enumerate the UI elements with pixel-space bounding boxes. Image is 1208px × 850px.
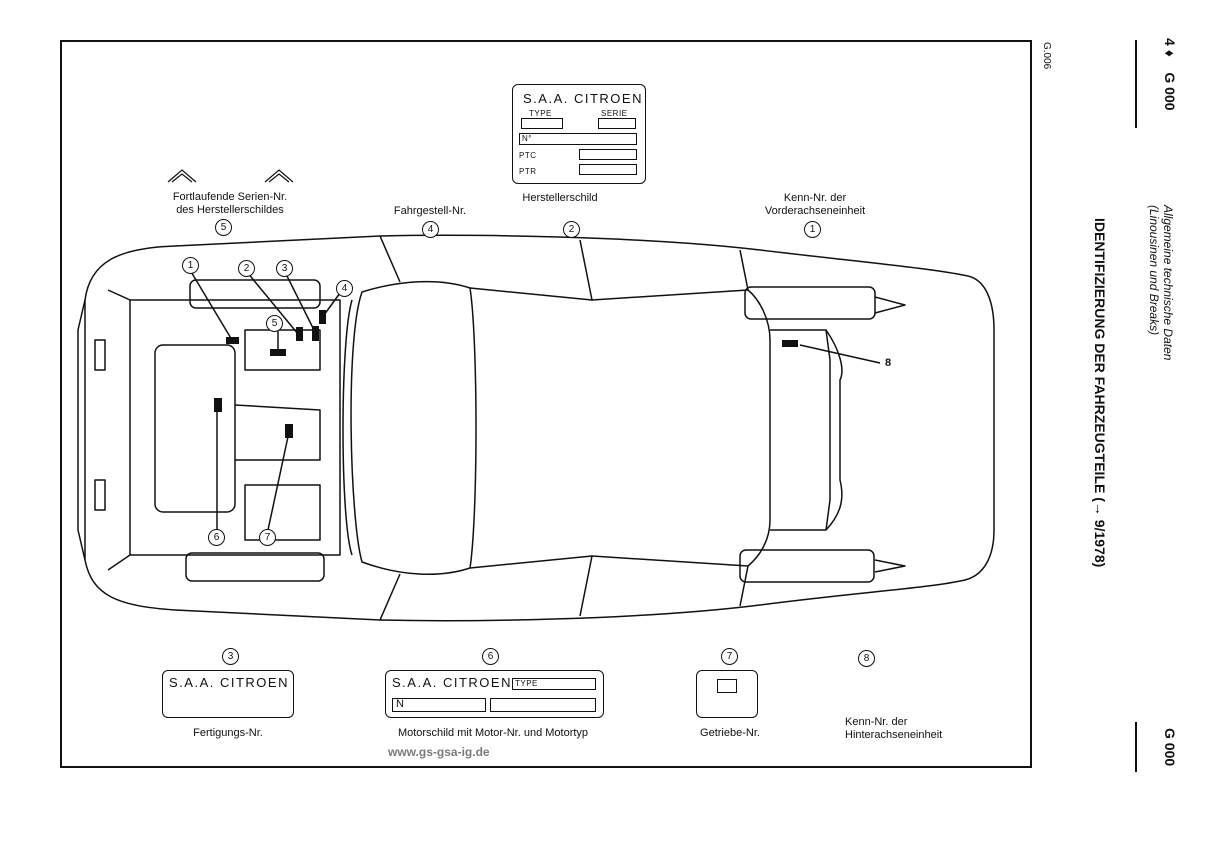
label-5-line-2: des Herstellerschildes [176,204,284,216]
circle-number-1: 1 [804,221,821,238]
callout-3: 3 [276,260,293,277]
label-1-line-1: Kenn-Nr. der [783,192,847,204]
label-5: Fortlaufende Serien-Nr. des Herstellersc… [150,191,310,217]
rear-right-wheel [185,552,325,582]
circle-number-5: 5 [215,219,232,236]
label-6: Motorschild mit Motor-Nr. und Motortyp [397,727,589,739]
header-rule [1135,40,1137,128]
label-8-line-1: Kenn-Nr. der [845,716,908,728]
plate-type-box [521,118,563,129]
plate-manufacturer: S.A.A. CITROEN TYPE SERIE N° PTC PTR [512,84,646,184]
mark-6 [214,398,222,412]
label-1: Kenn-Nr. der Vorderachseneinheit [745,192,885,218]
callout-1: 1 [182,257,199,274]
callout-2: 2 [238,260,255,277]
circle-number-8-bottom: 8 [858,650,875,667]
circle-number-6-bottom: 6 [482,648,499,665]
plate-ptr-label: PTR [519,167,537,176]
label-2: Herstellerschild [522,192,598,204]
callout-5: 5 [266,315,283,332]
plate-ptc-label: PTC [519,151,537,160]
plate-title: S.A.A. CITROEN [523,91,643,106]
mark-5 [270,349,286,356]
circle-number-4: 4 [422,221,439,238]
plate-ptc-box [579,149,637,160]
plate-6-title: S.A.A. CITROEN [392,675,512,690]
mark-3 [312,326,319,341]
label-7: Getriebe-Nr. [700,727,760,739]
plate-6-no-label: N [396,698,404,710]
front-left-wheel [744,286,876,320]
plate-motor: S.A.A. CITROEN TYPE N [385,670,604,718]
plate-getriebe [696,670,758,718]
rear-bumper [77,299,86,561]
plate-6-no-box: N [392,698,486,712]
windscreen [747,289,771,567]
plate-6-type-label: TYPE [515,679,538,688]
bonnet-panel [770,329,831,531]
spare-wheel-well [154,344,236,513]
plate-serie-label: SERIE [601,109,628,118]
diagram-frame [60,40,1032,768]
circle-number-2: 2 [563,221,580,238]
plate-6-type-box: TYPE [512,678,596,690]
plate-no-box: N° [519,133,637,145]
label-5-line-1: Fortlaufende Serien-Nr. [172,191,288,203]
mark-1 [226,337,239,344]
label-8-line-2: Hinterachseneinheit [845,729,943,741]
plate-no-label: N° [522,134,532,143]
label-3: Fertigungs-Nr. [193,727,263,739]
mark-2 [296,327,303,341]
id-marks [214,310,798,438]
plate-fertigung: S.A.A. CITROEN [162,670,294,718]
plate-7-box [717,679,737,693]
label-8: Kenn-Nr. der Hinterachseneinheit [845,716,985,742]
plate-3-title: S.A.A. CITROEN [169,675,289,690]
chevron-marks [167,169,294,183]
mark-4 [319,310,326,324]
callout-8: 8 [885,357,892,369]
chevron-up-icon [264,169,294,183]
front-right-wheel [739,549,875,583]
callout-6: 6 [208,529,225,546]
circle-number-7-bottom: 7 [721,648,738,665]
chevron-up-icon [167,169,197,183]
plate-serie-box [598,118,636,129]
label-1-line-2: Vorderachseneinheit [764,205,866,217]
plate-ptr-box [579,164,637,175]
mark-8 [782,340,798,347]
rear-left-wheel [189,279,321,309]
plate-type-label: TYPE [529,109,552,118]
callout-7: 7 [259,529,276,546]
rear-window [350,280,477,575]
footer-rule [1135,722,1137,772]
plate-6-no-box-2 [490,698,596,712]
website: www.gs-gsa-ig.de [388,745,490,759]
circle-number-3-bottom: 3 [222,648,239,665]
callout-4: 4 [336,280,353,297]
car-body-outline [84,234,995,622]
label-4: Fahrgestell-Nr. [393,205,467,217]
mark-7 [285,424,293,438]
